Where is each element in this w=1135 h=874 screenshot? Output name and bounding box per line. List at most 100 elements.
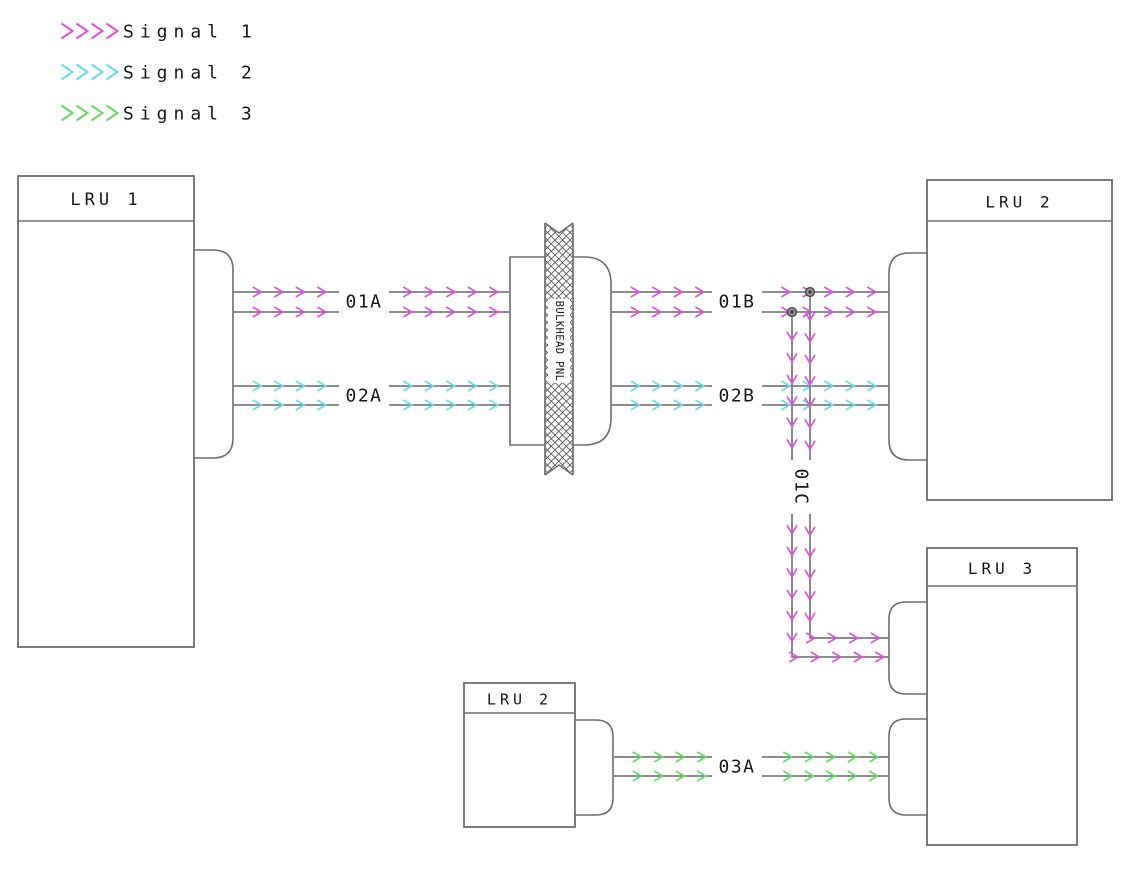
wire-03a-arrow <box>868 770 880 782</box>
wire-02b-arrow <box>866 380 878 392</box>
wire-03a-arrow <box>653 751 665 763</box>
wire-01b-arrow <box>823 306 835 318</box>
legend-label-signal1: Signal 1 <box>123 22 258 43</box>
wire-01a-label: 01A <box>345 292 382 313</box>
lru3-box: LRU 3 <box>926 547 1078 846</box>
legend-chevron-signal2 <box>105 63 120 81</box>
bulkhead-bottom-notch-mask <box>545 465 573 476</box>
bulkhead-top-notch <box>544 222 574 234</box>
wire-02b-arrow <box>823 380 835 392</box>
wire-02a-arrow <box>252 399 263 411</box>
wire-01c-arrow <box>786 395 798 407</box>
wire-03a-arrow <box>825 751 837 763</box>
wire-01c-arrow <box>786 438 798 450</box>
wire-02a-arrow <box>445 399 457 411</box>
legend-chevron-signal1 <box>90 22 105 40</box>
wire-02a-arrow <box>488 399 500 411</box>
wire-02b-arrow <box>780 399 792 411</box>
junction-dot-inner <box>808 290 812 294</box>
wire-02a-arrow <box>316 380 328 392</box>
wire-01b-arrow <box>845 306 856 318</box>
bulkhead-label-backing <box>548 299 570 383</box>
bulkhead-bottom-notch <box>544 464 574 476</box>
wire-02a-arrow <box>402 399 414 411</box>
legend-label-signal2: Signal 2 <box>123 63 258 84</box>
wire-01a-arrow <box>273 286 285 298</box>
wire-01c-arrow <box>804 590 816 602</box>
wire-01c-arrow <box>810 651 821 663</box>
wire-02b-arrow <box>651 380 663 392</box>
wire-01c-arrow <box>786 610 798 622</box>
wire-01c-arrow <box>786 524 798 536</box>
wire-03a-arrow <box>696 770 708 782</box>
wire-01c-label: 01C <box>791 468 812 505</box>
lru1-box: LRU 1 <box>17 175 195 648</box>
wire-01a-label-backing <box>339 291 389 313</box>
wire-03a-arrow <box>782 751 794 763</box>
wire-03a-arrow <box>782 770 794 782</box>
bulkhead-label: BULKHEAD PNL <box>553 301 565 382</box>
wire-03a-arrow <box>632 751 643 763</box>
wire-01b-arrow <box>651 286 663 298</box>
wire-02a-arrow <box>445 380 457 392</box>
wire-03a-arrow <box>804 770 815 782</box>
wire-01c-arrow <box>804 311 816 322</box>
wire-02a-label-backing <box>339 385 389 407</box>
wire-01c-arrow <box>786 374 798 385</box>
wire-01c-arrow <box>786 589 798 600</box>
legend-chevron-signal1 <box>60 22 75 40</box>
wire-01b-arrow <box>630 286 641 298</box>
wire-01a-arrow <box>316 306 328 318</box>
wire-01b-label-backing <box>712 291 762 313</box>
wire-01c-arrow <box>827 632 838 644</box>
wire-02b-arrow <box>630 380 641 392</box>
wire-03a-arrow <box>696 751 708 763</box>
wire-03a-arrow <box>825 770 837 782</box>
wire-03a-arrow <box>675 751 686 763</box>
lru2-aux-label: LRU 2 <box>487 691 552 709</box>
wire-01a-arrow <box>252 286 263 298</box>
lru3-outline <box>926 547 1078 846</box>
wire-01b-arrow <box>866 286 878 298</box>
wire-01c-arrow <box>804 418 816 430</box>
wire-01c-arrow <box>874 651 886 663</box>
wire-02a-arrow <box>316 399 328 411</box>
junction-dot-0 <box>804 286 816 298</box>
wire-01a-arrow <box>402 286 414 298</box>
wire-02b-arrow <box>630 399 641 411</box>
wire-02b-label-backing <box>712 385 762 407</box>
wire-02a-label: 02A <box>345 386 382 407</box>
wire-02b-arrow <box>866 399 878 411</box>
wire-01c-arrow <box>786 632 798 643</box>
wire-02a-arrow <box>402 380 414 392</box>
wire-01c-arrow <box>805 632 817 644</box>
wire-02b: 02B <box>611 380 889 411</box>
wire-02a-arrow <box>252 380 263 392</box>
wire-01a: 01A <box>233 286 510 318</box>
wire-01c-arrow <box>804 612 816 623</box>
legend-item-signal1: Signal 1 <box>60 22 258 43</box>
wire-01b-arrow <box>823 286 835 298</box>
wire-01a-arrow <box>252 306 263 318</box>
lru1-label: LRU 1 <box>70 190 141 210</box>
lru3-lower-connector <box>888 718 928 816</box>
wire-02a-arrow <box>273 399 285 411</box>
wire-01b-arrow <box>802 306 813 318</box>
wire-03a-arrow <box>653 770 665 782</box>
legend-chevron-signal2 <box>60 63 75 81</box>
wire-02b-arrow <box>780 380 792 392</box>
bulkhead-panel: BULKHEAD PNL <box>544 222 574 476</box>
wire-01c-arrow <box>804 526 816 537</box>
wire-02a: 02A <box>233 380 510 411</box>
wire-02b-arrow <box>802 380 813 392</box>
wire-01c-arrow <box>804 397 816 408</box>
legend-chevron-signal2 <box>75 63 90 81</box>
wire-01a-arrow <box>467 286 478 298</box>
wire-03a-arrow <box>847 751 858 763</box>
legend-chevron-signal3 <box>90 104 105 122</box>
wire-01c-arrow <box>848 632 860 644</box>
lru3-upper-connector <box>888 601 928 695</box>
